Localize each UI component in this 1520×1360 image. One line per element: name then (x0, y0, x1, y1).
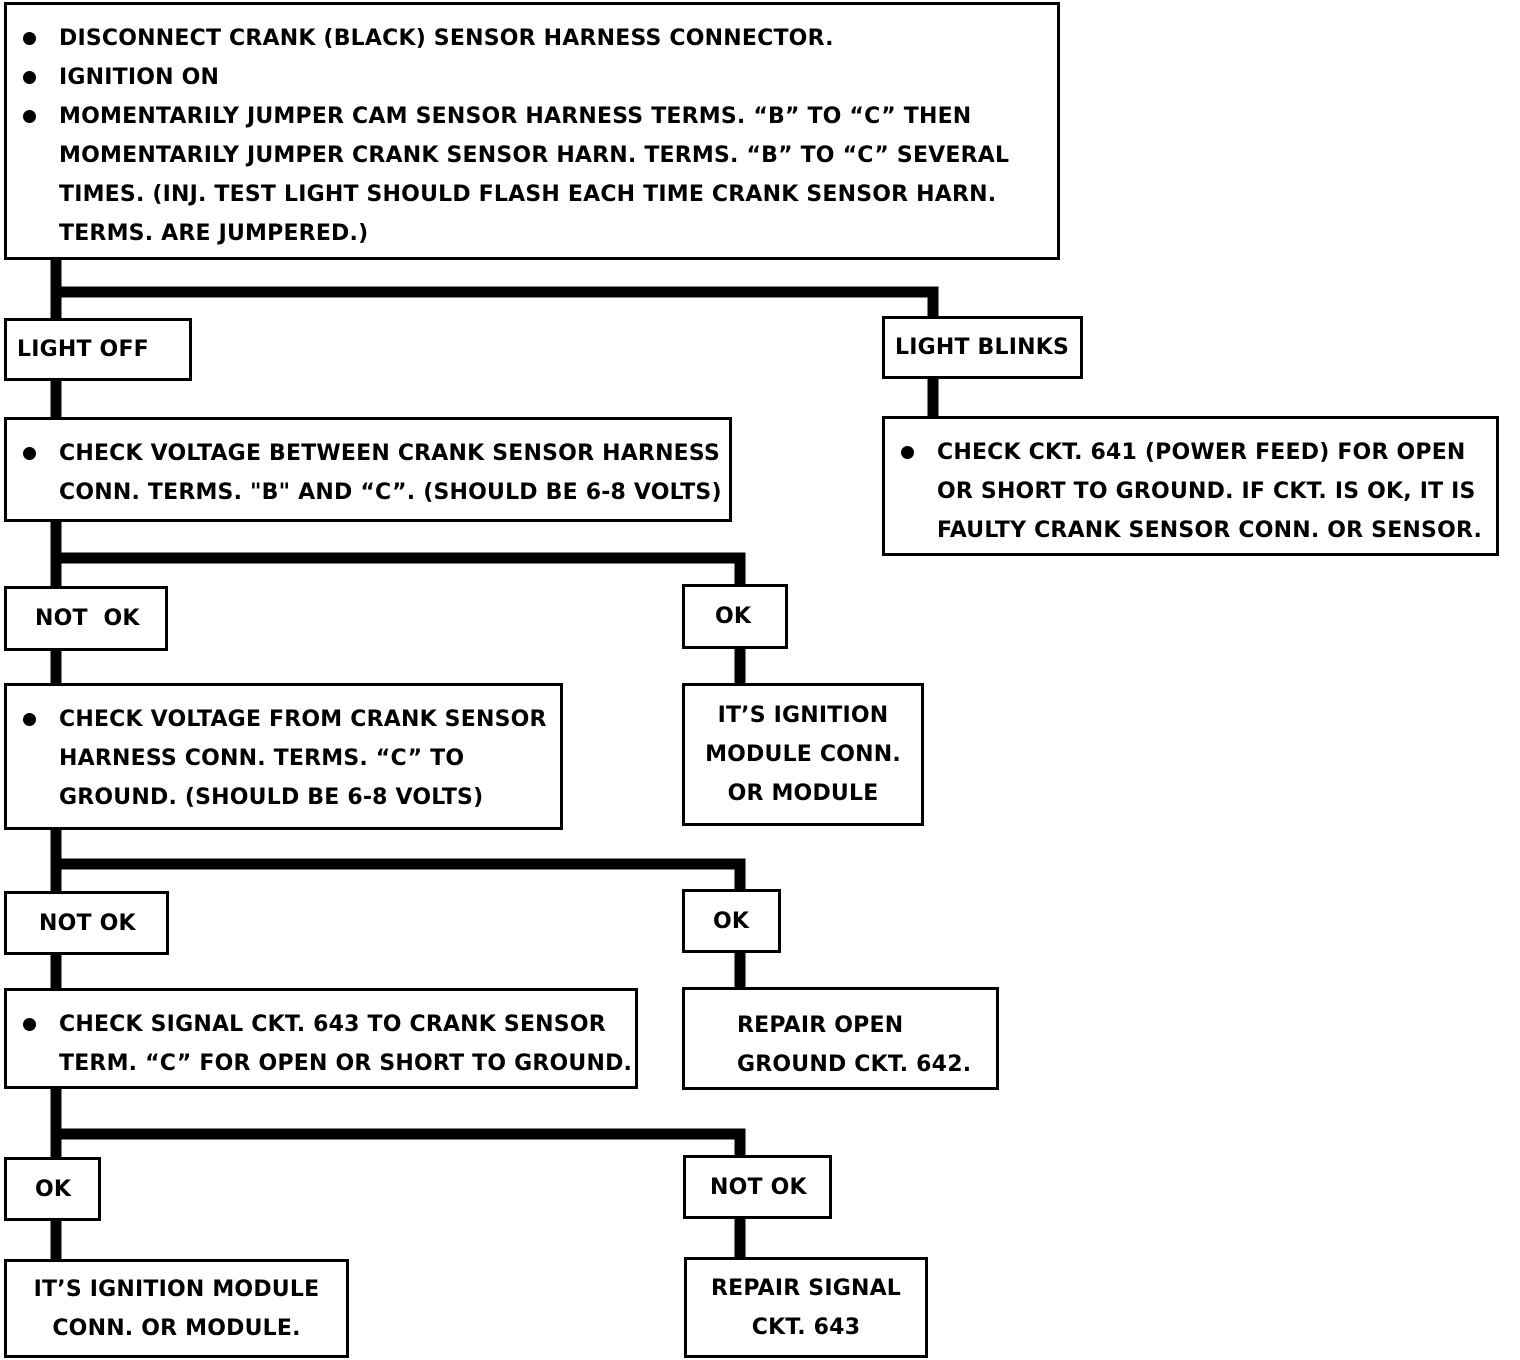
step-text: GROUND. (SHOULD BE 6-8 VOLTS) (59, 785, 484, 810)
not-ok-label: NOT OK (710, 1174, 807, 1200)
ok-label-box: OK (682, 889, 781, 953)
step-text: HARNESS CONN. TERMS. “C” TO (59, 746, 465, 771)
check-voltage-b-c-box: CHECK VOLTAGE BETWEEN CRANK SENSOR HARNE… (4, 417, 732, 522)
check-ckt-641-box: CHECK CKT. 641 (POWER FEED) FOR OPEN OR … (882, 416, 1499, 556)
procedure-step: CHECK VOLTAGE BETWEEN CRANK SENSOR HARNE… (21, 434, 722, 512)
step-text: TIMES. (INJ. TEST LIGHT SHOULD FLASH EAC… (59, 182, 997, 207)
result-text: CONN. OR MODULE. (52, 1315, 301, 1341)
step-text: CHECK SIGNAL CKT. 643 TO CRANK SENSOR (59, 1012, 606, 1037)
light-blinks-label-box: LIGHT BLINKS (882, 316, 1083, 379)
step-text: MOMENTARILY JUMPER CRANK SENSOR HARN. TE… (59, 143, 1010, 168)
step-text: CHECK VOLTAGE BETWEEN CRANK SENSOR HARNE… (59, 441, 721, 466)
light-off-label: LIGHT OFF (17, 337, 149, 362)
repair-signal-ckt-643-box: REPAIR SIGNAL CKT. 643 (684, 1257, 928, 1358)
step-text: DISCONNECT CRANK (BLACK) SENSOR HARNESS … (59, 26, 834, 51)
light-off-label-box: LIGHT OFF (4, 318, 192, 381)
check-voltage-c-ground-box: CHECK VOLTAGE FROM CRANK SENSOR HARNESS … (4, 683, 563, 830)
ok-label-box: OK (682, 584, 788, 649)
initial-procedure-box: DISCONNECT CRANK (BLACK) SENSOR HARNESS … (4, 2, 1060, 260)
result-text: GROUND CKT. 642. (737, 1052, 972, 1077)
not-ok-label-box: NOT OK (683, 1155, 832, 1219)
ignition-module-result-box: IT’S IGNITION MODULE CONN. OR MODULE (682, 683, 924, 826)
step-text: CHECK CKT. 641 (POWER FEED) FOR OPEN (937, 440, 1466, 465)
procedure-step: CHECK VOLTAGE FROM CRANK SENSOR HARNESS … (21, 700, 550, 817)
ignition-module-result-box: IT’S IGNITION MODULE CONN. OR MODULE. (4, 1259, 349, 1358)
ok-label: OK (35, 1176, 72, 1202)
result-text: MODULE CONN. (705, 742, 901, 767)
result-text: IT’S IGNITION (717, 703, 889, 728)
step-text: IGNITION ON (59, 65, 220, 90)
step-text: TERMS. ARE JUMPERED.) (59, 221, 369, 246)
not-ok-label-box: NOT OK (4, 586, 168, 651)
repair-open-ground-box: REPAIR OPEN GROUND CKT. 642. (682, 987, 999, 1090)
step-text: CHECK VOLTAGE FROM CRANK SENSOR (59, 707, 547, 732)
step-text: OR SHORT TO GROUND. IF CKT. IS OK, IT IS (937, 479, 1476, 504)
check-signal-ckt-643-box: CHECK SIGNAL CKT. 643 TO CRANK SENSOR TE… (4, 988, 638, 1089)
result-text: CKT. 643 (751, 1314, 861, 1340)
not-ok-label: NOT OK (39, 910, 136, 936)
ok-label-box: OK (4, 1157, 101, 1221)
step-text: TERM. “C” FOR OPEN OR SHORT TO GROUND. (59, 1051, 633, 1076)
step-text: CONN. TERMS. "B" AND “C”. (SHOULD BE 6-8… (59, 480, 722, 505)
light-blinks-label: LIGHT BLINKS (895, 335, 1070, 360)
step-text: FAULTY CRANK SENSOR CONN. OR SENSOR. (937, 518, 1483, 543)
result-text: IT’S IGNITION MODULE (33, 1276, 320, 1302)
ok-label: OK (713, 908, 750, 934)
ok-label: OK (715, 604, 752, 629)
procedure-step: DISCONNECT CRANK (BLACK) SENSOR HARNESS … (21, 19, 1047, 58)
procedure-step: CHECK SIGNAL CKT. 643 TO CRANK SENSOR TE… (21, 1005, 633, 1083)
not-ok-label-box: NOT OK (4, 891, 169, 955)
result-text: OR MODULE (727, 781, 879, 806)
not-ok-label: NOT OK (35, 606, 140, 631)
procedure-step: MOMENTARILY JUMPER CAM SENSOR HARNESS TE… (21, 97, 1047, 253)
procedure-step: CHECK CKT. 641 (POWER FEED) FOR OPEN OR … (899, 433, 1486, 550)
result-text: REPAIR SIGNAL (710, 1275, 902, 1301)
step-text: MOMENTARILY JUMPER CAM SENSOR HARNESS TE… (59, 104, 972, 129)
result-text: REPAIR OPEN (737, 1013, 904, 1038)
procedure-step: IGNITION ON (21, 58, 1047, 97)
